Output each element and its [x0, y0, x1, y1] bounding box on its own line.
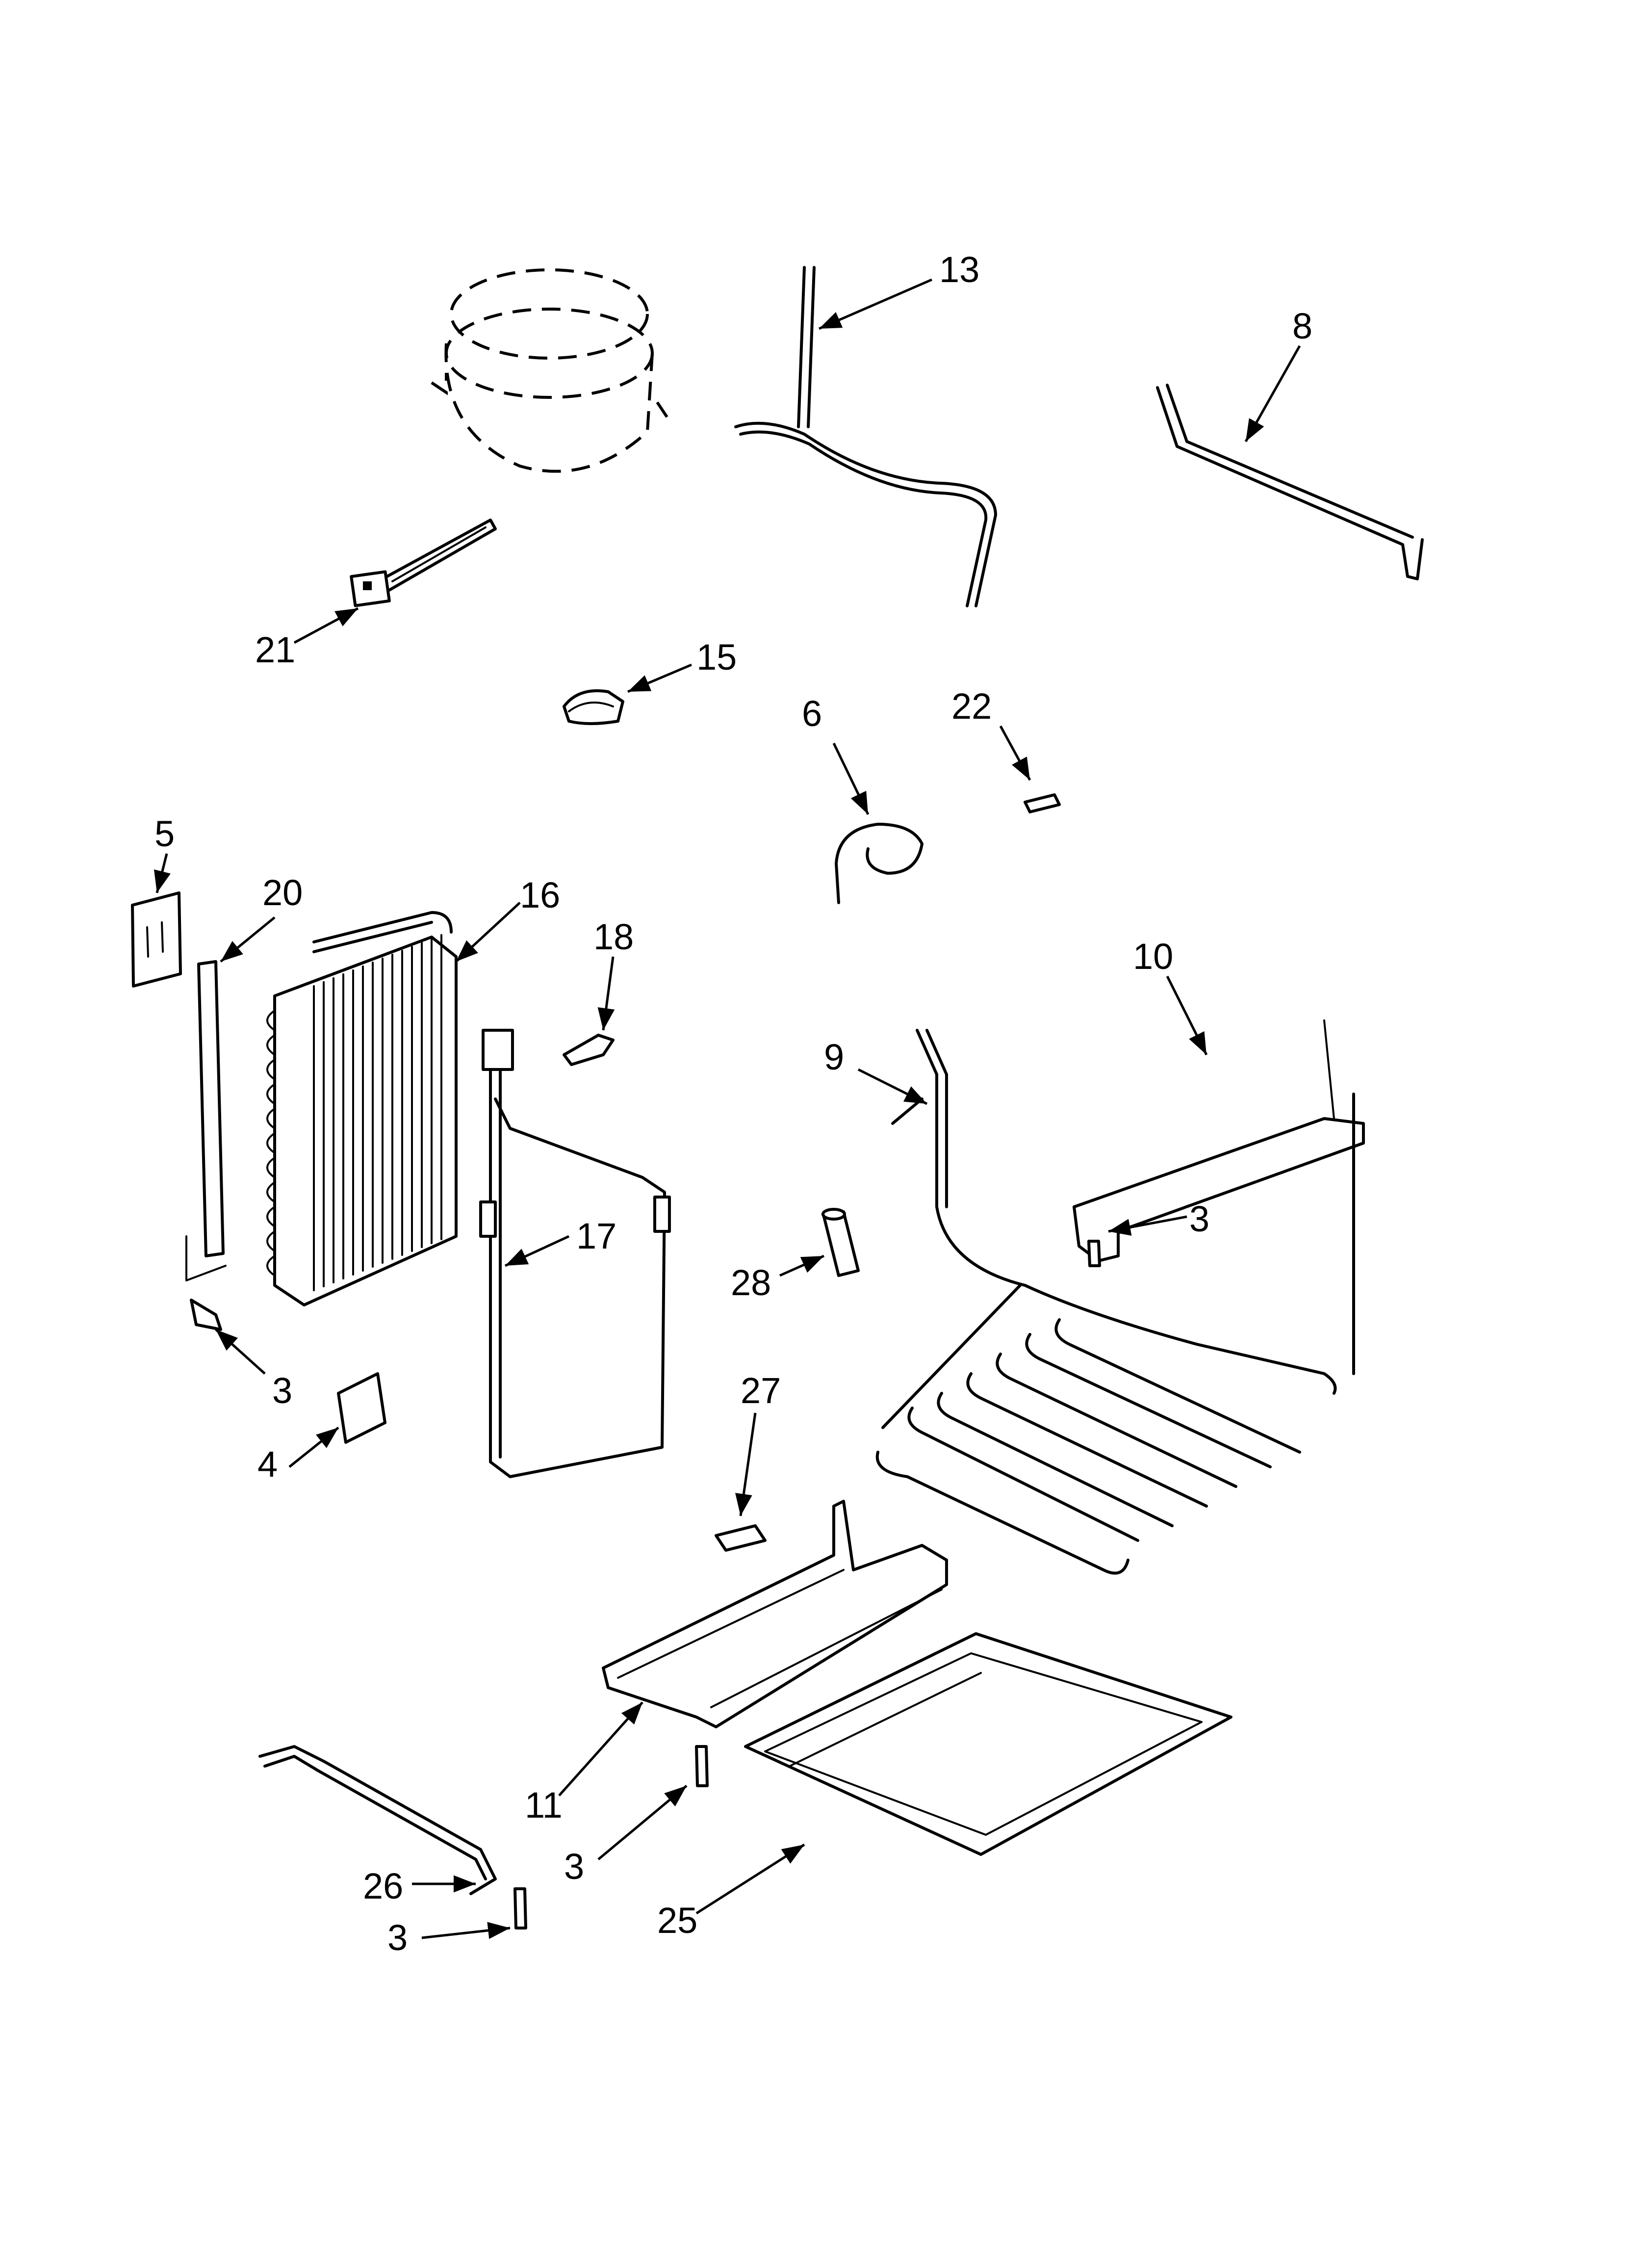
- clip-part-15: [563, 689, 624, 725]
- callout-6: 6: [802, 693, 822, 734]
- condenser-coil-bend: [266, 1206, 276, 1227]
- callout-18: 18: [593, 916, 634, 957]
- condenser-coil-bend: [266, 1083, 276, 1105]
- callout-26: 26: [363, 1866, 403, 1906]
- callout-3-center: 3: [564, 1846, 584, 1887]
- callout-10: 10: [1133, 936, 1173, 977]
- leader-lines: [154, 278, 1301, 1939]
- tube-part-26: [258, 1745, 497, 1895]
- bracket-part-4: [337, 1372, 386, 1444]
- compressor-outline: [431, 268, 668, 473]
- drain-pan-part-25: [744, 1632, 1232, 1856]
- condenser-coil-bend: [266, 1255, 276, 1277]
- callout-27: 27: [741, 1370, 781, 1411]
- callout-17: 17: [576, 1216, 616, 1256]
- cylinder-part-28: [821, 1208, 860, 1277]
- callout-3-right: 3: [1189, 1199, 1209, 1239]
- screw-part-3-bottom: [513, 1887, 527, 1929]
- screw-part-3-center: [695, 1745, 709, 1787]
- condenser-coil-bend: [266, 1132, 276, 1154]
- condenser-coil-bend: [266, 1059, 276, 1080]
- callout-9: 9: [824, 1037, 844, 1077]
- strip-part-20: [185, 960, 227, 1281]
- callout-labels: 13 8 21 15 6 22 5 20 16 18 10 9 3 17 28 …: [154, 249, 1312, 1958]
- clip-part-22: [1024, 793, 1061, 813]
- callout-13: 13: [939, 249, 979, 290]
- condenser-coil-bend: [266, 1108, 276, 1129]
- heater-part-9: [875, 1029, 1337, 1575]
- condenser-coil-bend: [266, 1010, 276, 1031]
- callout-25: 25: [657, 1900, 697, 1941]
- bracket-part-5: [131, 891, 182, 988]
- callout-20: 20: [262, 872, 303, 913]
- tube-part-8: [1156, 384, 1424, 580]
- callout-28: 28: [731, 1262, 771, 1303]
- tube-part-6: [835, 823, 924, 904]
- callout-3-left: 3: [272, 1370, 292, 1411]
- condenser-coil-bend: [266, 1157, 276, 1178]
- harness-part-17: [479, 1029, 671, 1478]
- screw-part-3-right: [1087, 1240, 1101, 1267]
- callout-22: 22: [951, 686, 992, 727]
- callout-8: 8: [1292, 306, 1312, 346]
- screw-part-3-left: [190, 1299, 222, 1331]
- callout-3-bottom: 3: [387, 1917, 408, 1958]
- condenser-part-16: [266, 911, 458, 1306]
- condenser-coil-bend: [266, 1230, 276, 1252]
- tube-part-13: [734, 266, 997, 607]
- callout-11: 11: [525, 1785, 563, 1825]
- cable-tie-part: [350, 519, 497, 607]
- callout-4: 4: [257, 1444, 278, 1485]
- callout-16: 16: [520, 875, 560, 915]
- clip-part-18: [563, 1034, 615, 1066]
- clip-part-27: [715, 1524, 767, 1552]
- callout-5: 5: [154, 813, 175, 854]
- condenser-coil-bend: [266, 1034, 276, 1056]
- condenser-coil-bend: [266, 1181, 276, 1203]
- callout-21: 21: [255, 629, 295, 670]
- bracket-part-11: [602, 1500, 948, 1728]
- callout-15: 15: [696, 637, 737, 678]
